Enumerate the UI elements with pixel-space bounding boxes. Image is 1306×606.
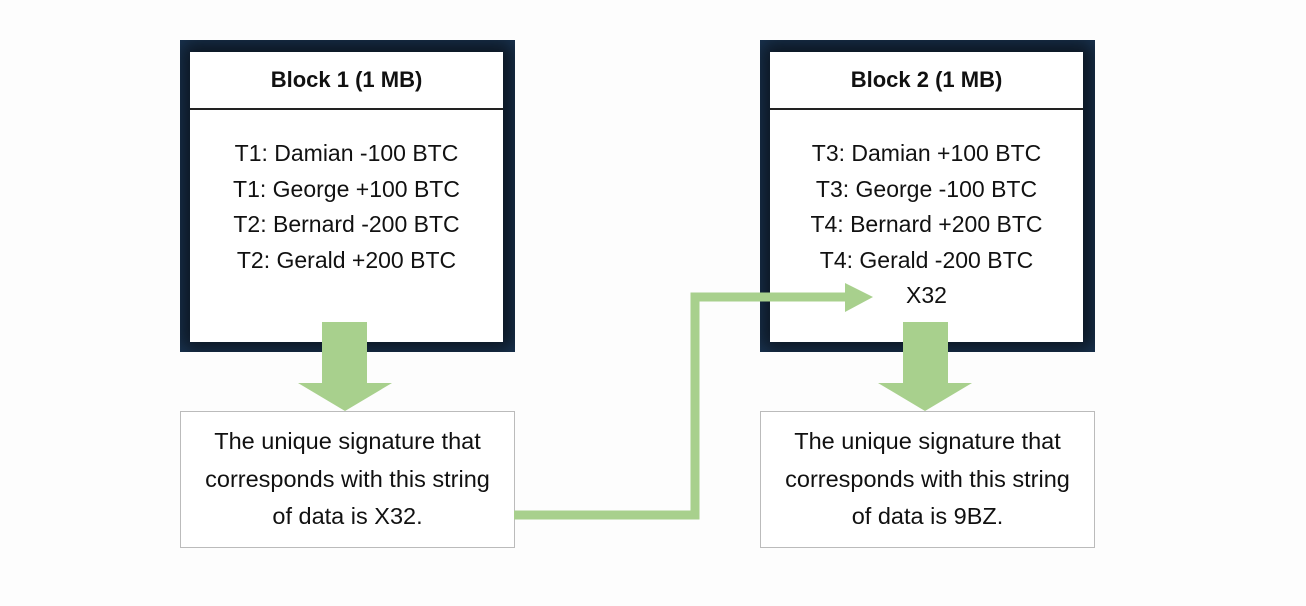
transaction-line: T1: George +100 BTC xyxy=(233,175,460,202)
block-2-signature-box: The unique signature that corresponds wi… xyxy=(760,411,1095,548)
transaction-line: T2: Gerald +200 BTC xyxy=(236,246,457,273)
block-1: Block 1 (1 MB) T1: Damian -100 BTC T1: G… xyxy=(180,40,515,352)
block-1-title: Block 1 (1 MB) xyxy=(190,52,503,110)
hash-link-arrowhead xyxy=(845,283,873,312)
block-1-transactions: T1: Damian -100 BTC T1: George +100 BTC … xyxy=(190,110,503,278)
block-2-signature-text: The unique signature that corresponds wi… xyxy=(785,428,1070,530)
block-2-title: Block 2 (1 MB) xyxy=(770,52,1083,110)
transaction-line: T4: Bernard +200 BTC xyxy=(810,211,1043,237)
transaction-line: T3: George -100 BTC xyxy=(815,175,1038,202)
transaction-line: T3: Damian +100 BTC xyxy=(811,140,1042,166)
down-arrow-block-1 xyxy=(298,322,392,411)
transaction-line: T1: Damian -100 BTC xyxy=(234,140,459,166)
block-2-transactions: T3: Damian +100 BTC T3: George -100 BTC … xyxy=(770,110,1083,314)
transaction-line: T2: Bernard -200 BTC xyxy=(233,211,460,237)
hash-link-connector xyxy=(514,292,848,520)
block-1-signature-box: The unique signature that corresponds wi… xyxy=(180,411,515,548)
transaction-line: T4: Gerald -200 BTC xyxy=(819,246,1034,273)
block-2: Block 2 (1 MB) T3: Damian +100 BTC T3: G… xyxy=(760,40,1095,352)
block-1-signature-text: The unique signature that corresponds wi… xyxy=(205,428,490,530)
previous-hash: X32 xyxy=(906,282,947,308)
down-arrow-block-2 xyxy=(878,322,972,411)
